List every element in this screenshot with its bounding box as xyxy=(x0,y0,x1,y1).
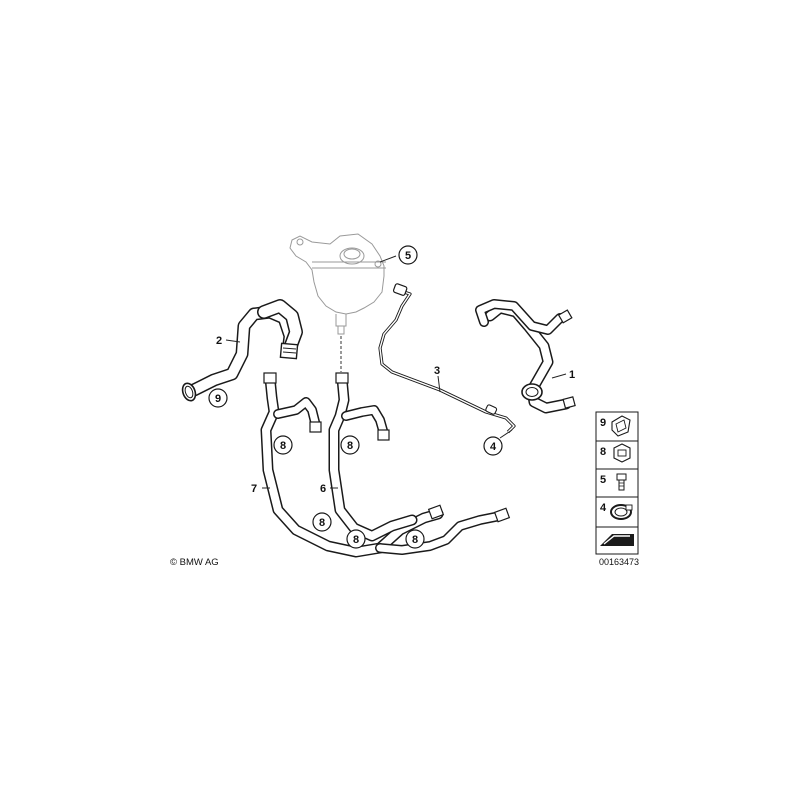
callout-8c: 8 xyxy=(319,517,325,529)
legend-label-9: 9 xyxy=(600,417,606,429)
diagram-number: 00163473 xyxy=(599,557,639,567)
legend-label-4: 4 xyxy=(600,502,607,514)
expansion-tank xyxy=(289,233,386,335)
small-parts-legend: 9 8 5 4 xyxy=(595,411,639,555)
screw-plug-icon xyxy=(616,473,627,491)
hose-part-6 xyxy=(328,372,511,555)
callout-9-circle: 9 xyxy=(208,388,228,408)
copyright: © BMW AG xyxy=(170,557,219,568)
callout-8-circle-e: 8 xyxy=(405,529,425,549)
callout-8-circle-d: 8 xyxy=(346,529,366,549)
callout-7: 7 xyxy=(251,483,257,495)
callout-8-circle-a: 8 xyxy=(273,435,293,455)
callout-8d: 8 xyxy=(353,534,359,546)
legend-label-5: 5 xyxy=(600,474,606,486)
callout-1: 1 xyxy=(569,369,575,381)
hose-clamp-icon xyxy=(610,504,633,520)
callout-8b: 8 xyxy=(347,440,353,452)
clip-icon xyxy=(611,415,631,437)
callout-4: 4 xyxy=(490,441,497,453)
callout-8e: 8 xyxy=(412,534,418,546)
hose-clamp-clip-icon xyxy=(613,443,631,463)
callout-9: 9 xyxy=(215,393,221,405)
callout-3: 3 xyxy=(434,365,440,377)
hose-part-1 xyxy=(475,299,576,414)
callout-leaders xyxy=(225,255,567,489)
hose-part-7 xyxy=(260,372,445,558)
legend-label-8: 8 xyxy=(600,446,606,458)
callout-8-circle-c: 8 xyxy=(312,512,332,532)
callout-2: 2 xyxy=(216,335,222,347)
callout-5-circle: 5 xyxy=(398,245,418,265)
callout-8-circle-b: 8 xyxy=(340,435,360,455)
callout-6: 6 xyxy=(320,483,326,495)
vent-line xyxy=(378,283,516,434)
callout-5: 5 xyxy=(405,250,411,262)
hose-part-2 xyxy=(181,299,303,402)
callout-8a: 8 xyxy=(280,440,286,452)
callout-4-circle: 4 xyxy=(483,436,503,456)
arrow-icon xyxy=(600,534,634,546)
